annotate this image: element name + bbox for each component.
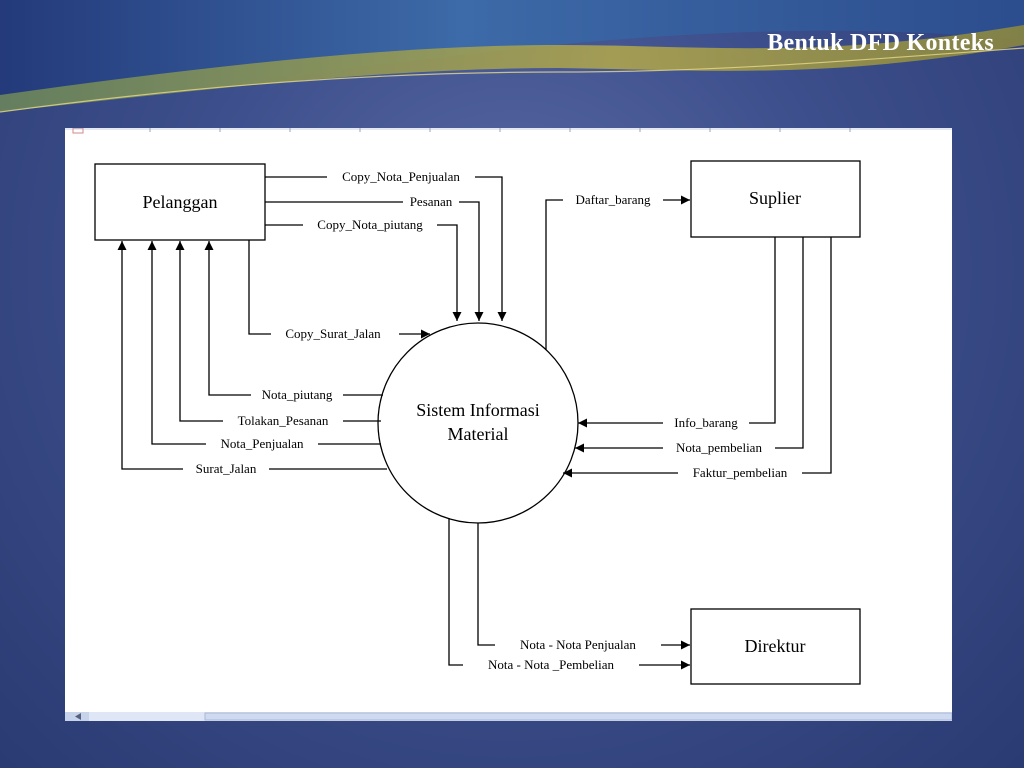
flow-nota-nota-penjualan: Nota - Nota Penjualan <box>477 523 690 653</box>
flow-label: Copy_Surat_Jalan <box>285 326 381 341</box>
horizontal-scrollbar[interactable] <box>65 712 952 721</box>
scroll-thumb[interactable] <box>204 712 952 721</box>
ruler-marker <box>72 128 84 134</box>
flow-label: Nota - Nota Penjualan <box>520 637 636 652</box>
flow-label: Surat_Jalan <box>196 461 257 476</box>
dfd-diagram: Pelanggan Suplier Direktur Sistem Inform… <box>65 128 952 721</box>
flow-label: Nota_piutang <box>262 387 333 402</box>
process-sistem-informasi-material: Sistem Informasi Material <box>377 322 579 524</box>
flow-pesanan: Pesanan <box>265 194 484 321</box>
flow-label: Tolakan_Pesanan <box>238 413 329 428</box>
dfd-canvas: Pelanggan Suplier Direktur Sistem Inform… <box>65 128 952 721</box>
flow-label: Copy_Nota_Penjualan <box>342 169 460 184</box>
flow-info-barang: Info_barang <box>578 237 776 431</box>
flow-label: Nota - Nota _Pembelian <box>488 657 614 672</box>
flow-label: Info_barang <box>674 415 738 430</box>
chevron-left-icon <box>75 713 81 720</box>
entity-pelanggan-label: Pelanggan <box>143 192 218 212</box>
ruler-ticks <box>65 128 952 132</box>
flow-label: Nota_Penjualan <box>220 436 304 451</box>
flow-faktur-pembelian: Faktur_pembelian <box>563 237 832 481</box>
process-label-line1: Sistem Informasi <box>416 400 540 420</box>
flow-label: Faktur_pembelian <box>693 465 788 480</box>
flow-nota-piutang: Nota_piutang <box>204 241 383 403</box>
flow-surat-jalan: Surat_Jalan <box>117 241 387 477</box>
entity-direktur: Direktur <box>690 608 861 685</box>
flow-label: Pesanan <box>410 194 453 209</box>
process-label-line2: Material <box>448 424 509 444</box>
flow-copy-surat-jalan: Copy_Surat_Jalan <box>248 240 430 342</box>
flow-label: Copy_Nota_piutang <box>317 217 423 232</box>
flow-nota-penjualan: Nota_Penjualan <box>147 241 381 452</box>
entity-suplier: Suplier <box>690 160 861 238</box>
flow-nota-nota-pembelian: Nota - Nota _Pembelian <box>448 518 690 673</box>
header-swoosh <box>0 0 1024 113</box>
entity-direktur-label: Direktur <box>745 636 806 656</box>
slide-title: Bentuk DFD Konteks <box>767 30 994 56</box>
flow-label: Daftar_barang <box>575 192 651 207</box>
flow-copy-nota-penjualan: Copy_Nota_Penjualan <box>265 169 507 321</box>
entity-pelanggan: Pelanggan <box>94 163 266 241</box>
flow-tolakan-pesanan: Tolakan_Pesanan <box>175 241 381 429</box>
entity-suplier-label: Suplier <box>749 188 801 208</box>
flow-nota-pembelian: Nota_pembelian <box>575 237 804 456</box>
flow-label: Nota_pembelian <box>676 440 762 455</box>
flow-copy-nota-piutang: Copy_Nota_piutang <box>265 217 462 321</box>
flow-daftar-barang: Daftar_barang <box>545 192 690 350</box>
